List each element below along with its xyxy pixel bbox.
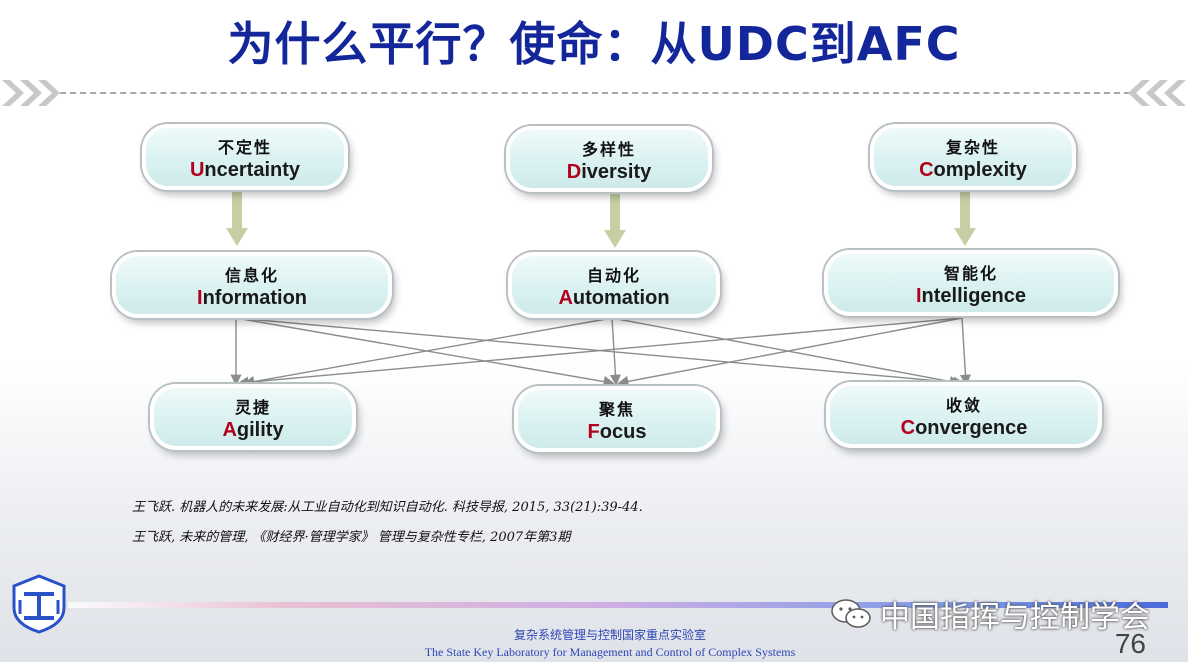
node-complexity-initial: C	[919, 159, 934, 181]
node-agility-initial: A	[222, 419, 237, 441]
node-automation: 自动化 Automation	[508, 252, 720, 318]
node-uncertainty-initial: U	[189, 159, 205, 181]
node-diversity-initial: D	[566, 161, 582, 183]
down-arrow-2	[604, 192, 626, 248]
lab-logo-icon	[12, 574, 66, 634]
node-diversity-label: iversity	[581, 161, 652, 183]
down-arrow-1	[226, 190, 248, 246]
node-agility: 灵捷 Agility	[150, 384, 356, 450]
node-information-initial: I	[197, 287, 203, 309]
node-complexity-zh: 复杂性	[945, 138, 1000, 157]
node-convergence-zh: 收敛	[945, 396, 982, 415]
node-convergence: 收敛 Convergence	[826, 382, 1102, 448]
references: 王飞跃. 机器人的未来发展:从工业自动化到知识自动化. 科技导报, 2015, …	[132, 496, 643, 556]
node-intelligence-label: ntelligence	[921, 285, 1027, 307]
node-uncertainty: 不定性 Uncertainty	[142, 124, 348, 190]
node-convergence-initial: C	[900, 417, 916, 439]
right-chevrons-decoration	[1128, 80, 1186, 106]
node-information-zh: 信息化	[224, 266, 279, 285]
node-focus-label: ocus	[599, 421, 647, 443]
node-focus: 聚焦 Focus	[514, 386, 720, 452]
node-complexity: 复杂性 Complexity	[870, 124, 1076, 190]
node-focus-zh: 聚焦	[598, 400, 635, 419]
node-automation-initial: A	[558, 287, 573, 309]
node-complexity-label: omplexity	[933, 159, 1027, 181]
node-agility-zh: 灵捷	[234, 398, 271, 417]
wechat-watermark: 中国指挥与控制学会	[830, 592, 1150, 636]
lab-name: 复杂系统管理与控制国家重点实验室 The State Key Laborator…	[340, 626, 880, 660]
lab-name-en: The State Key Laboratory for Management …	[424, 645, 796, 659]
node-diversity: 多样性 Diversity	[506, 126, 712, 192]
left-chevrons-decoration	[2, 80, 60, 106]
node-intelligence-initial: I	[915, 285, 922, 307]
node-intelligence: 智能化 Intelligence	[824, 250, 1118, 316]
node-uncertainty-label: ncertainty	[204, 159, 301, 181]
node-diversity-zh: 多样性	[581, 140, 636, 159]
reference-1: 王飞跃. 机器人的未来发展:从工业自动化到知识自动化. 科技导报, 2015, …	[132, 500, 643, 515]
node-uncertainty-zh: 不定性	[217, 138, 272, 157]
node-convergence-label: onvergence	[915, 417, 1028, 439]
wechat-icon	[831, 599, 871, 628]
node-information: 信息化 Information	[112, 252, 392, 318]
node-focus-initial: F	[587, 421, 600, 443]
node-agility-label: gility	[236, 419, 284, 441]
node-automation-label: utomation	[572, 287, 670, 309]
slide-title: 为什么平行？使命：从UDC到AFC	[227, 17, 961, 71]
watermark-text: 中国指挥与控制学会	[880, 600, 1150, 635]
node-intelligence-zh: 智能化	[943, 264, 998, 283]
down-arrow-3	[954, 190, 976, 246]
reference-2: 王飞跃, 未来的管理, 《财经界·管理学家》 管理与复杂性专栏, 2007年第3…	[132, 530, 571, 545]
dashed-divider	[60, 92, 1130, 94]
footer-gradient-bar	[68, 602, 1168, 608]
node-information-label: nformation	[202, 287, 307, 309]
page-number: 76	[1114, 628, 1146, 659]
node-automation-zh: 自动化	[586, 266, 641, 285]
lab-name-zh: 复杂系统管理与控制国家重点实验室	[513, 628, 706, 642]
